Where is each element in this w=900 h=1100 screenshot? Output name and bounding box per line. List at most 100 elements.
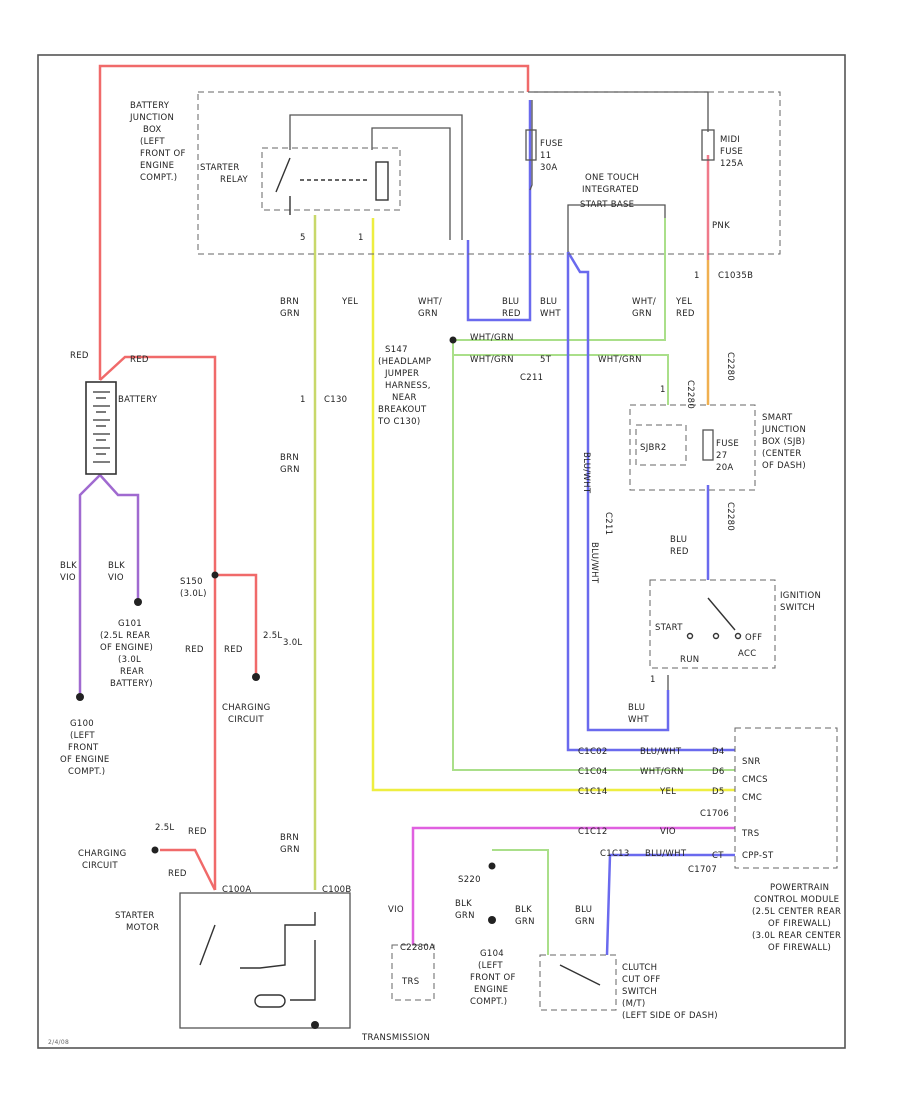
svg-text:BRN: BRN	[280, 297, 299, 307]
svg-text:BLK: BLK	[108, 561, 125, 571]
svg-text:FRONT OF: FRONT OF	[140, 149, 186, 159]
pcm-connector-2: C1C04	[578, 767, 608, 777]
wire-blu-wht-long	[566, 251, 670, 732]
wht-grn-label-1: WHT/ GRN	[418, 297, 442, 319]
switch-pin-label: 1	[650, 675, 656, 685]
ignition-switch-symbol	[686, 597, 742, 640]
pcm-pin-2: D6	[712, 767, 725, 777]
svg-text:(LEFT: (LEFT	[478, 961, 503, 971]
c2280-pin: 1	[660, 385, 666, 395]
trs-outline	[391, 944, 435, 1001]
fuse-27-symbol	[702, 429, 714, 461]
svg-text:SMART: SMART	[762, 413, 793, 423]
svg-text:WHT/: WHT/	[632, 297, 656, 307]
wire-blu-wht-pcm	[566, 252, 735, 752]
splice-s220	[488, 862, 496, 870]
svg-text:BLU: BLU	[540, 297, 557, 307]
pcm-label: POWERTRAIN CONTROL MODULE (2.5L CENTER R…	[752, 883, 841, 953]
maxi-fuse-symbol	[701, 129, 715, 161]
vio-wire-label: VIO	[660, 827, 676, 837]
wire-wht-grn-s147	[453, 218, 666, 341]
svg-text:BOX (SJB): BOX (SJB)	[762, 437, 805, 447]
g101-label: G101 (2.5L REAR OF ENGINE) (3.0L REAR BA…	[100, 619, 153, 689]
relay-pin-a: 5	[300, 233, 306, 243]
switch-start-label: START	[655, 623, 683, 633]
starter-relay-symbol	[275, 157, 389, 215]
svg-text:WHT/: WHT/	[418, 297, 442, 307]
svg-text:(HEADLAMP: (HEADLAMP	[378, 357, 431, 367]
wht-grn-label-3: WHT/GRN	[470, 333, 514, 343]
wire-purple-ground-g100	[78, 474, 101, 695]
svg-text:BOX: BOX	[143, 125, 162, 135]
maxi-fuse-label: MIDI FUSE 125A	[720, 135, 743, 169]
svg-text:OF ENGINE: OF ENGINE	[60, 755, 110, 765]
svg-text:(LEFT: (LEFT	[70, 731, 95, 741]
svg-text:S147: S147	[385, 345, 408, 355]
trs-box-label: TRS	[401, 977, 419, 987]
pcm-tag-4: TRS	[741, 829, 759, 839]
ground-charging	[252, 673, 260, 681]
svg-text:RELAY: RELAY	[220, 175, 249, 185]
svg-text:WHT: WHT	[628, 715, 649, 725]
svg-text:GRN: GRN	[280, 309, 300, 319]
svg-text:(3.0L REAR CENTER: (3.0L REAR CENTER	[752, 931, 841, 941]
s147-label: S147 (HEADLAMP JUMPER HARNESS, NEAR BREA…	[377, 345, 431, 427]
svg-text:CUT OFF: CUT OFF	[622, 975, 661, 985]
svg-text:CIRCUIT: CIRCUIT	[82, 861, 118, 871]
svg-text:(M/T): (M/T)	[622, 999, 646, 1009]
svg-text:(2.5L REAR: (2.5L REAR	[100, 631, 150, 641]
svg-text:STARTER: STARTER	[115, 911, 155, 921]
wire-gray-relay-1	[289, 114, 463, 240]
c100b-label: C100B	[322, 885, 352, 895]
starter-motor-symbol	[199, 912, 316, 1008]
pcm-wire-3: YEL	[659, 787, 676, 797]
clutch-switch-label: CLUTCH CUT OFF SWITCH (M/T) (LEFT SIDE O…	[622, 963, 718, 1021]
svg-text:OF FIREWALL): OF FIREWALL)	[768, 943, 831, 953]
svg-text:(LEFT SIDE OF DASH): (LEFT SIDE OF DASH)	[622, 1011, 718, 1021]
fuse-11-symbol	[525, 129, 537, 161]
battery-label: BATTERY	[118, 395, 158, 405]
battery-junction-box-outline	[197, 91, 781, 255]
svg-text:S150: S150	[180, 577, 203, 587]
svg-text:TO C130): TO C130)	[377, 417, 420, 427]
svg-text:REAR: REAR	[120, 667, 144, 677]
wire-gray-relay-2	[371, 127, 451, 240]
svg-text:FUSE: FUSE	[540, 139, 563, 149]
c1c13-label: C1C13	[600, 849, 630, 859]
wire-wht-grn-c211	[453, 354, 669, 405]
starter-motor-outline	[179, 892, 351, 1029]
brn-grn-label-1: BRN GRN	[280, 297, 300, 319]
svg-text:11: 11	[540, 151, 551, 161]
wire-gray-maxi	[528, 91, 709, 132]
svg-text:20A: 20A	[716, 463, 734, 473]
c2280a-label: C2280A	[400, 943, 435, 953]
diagram-frame	[37, 54, 846, 1049]
ignition-switch-outline	[649, 579, 776, 669]
svg-text:30A: 30A	[540, 163, 558, 173]
svg-text:GRN: GRN	[280, 845, 300, 855]
pnk-label: PNK	[712, 221, 730, 231]
sjbr2-outline	[635, 424, 687, 466]
c1707-label: C1707	[688, 865, 717, 875]
svg-text:JUNCTION: JUNCTION	[761, 425, 806, 435]
svg-text:CONTROL MODULE: CONTROL MODULE	[754, 895, 839, 905]
svg-text:VIO: VIO	[108, 573, 124, 583]
svg-text:BLK: BLK	[455, 899, 472, 909]
svg-text:GRN: GRN	[418, 309, 438, 319]
svg-text:JUNCTION: JUNCTION	[129, 113, 174, 123]
blu-wht-label-2: BLU WHT	[628, 703, 649, 725]
sjbr2-label: SJBR2	[640, 443, 667, 453]
svg-text:RED: RED	[670, 547, 689, 557]
pcm-tag-2: CMCS	[742, 775, 768, 785]
yel-label-1: YEL	[341, 297, 358, 307]
svg-text:GRN: GRN	[575, 917, 595, 927]
wire-red-charging-starter	[160, 848, 217, 891]
svg-text:INTEGRATED: INTEGRATED	[582, 185, 639, 195]
ground-g104	[488, 916, 496, 924]
blu-red-label-2: BLU RED	[670, 535, 689, 557]
c2280-label-1: C2280	[685, 380, 695, 409]
svg-text:BLU: BLU	[670, 535, 687, 545]
svg-text:(CENTER: (CENTER	[762, 449, 802, 459]
smart-junction-box-label: SMART JUNCTION BOX (SJB) (CENTER OF DASH…	[761, 413, 806, 471]
